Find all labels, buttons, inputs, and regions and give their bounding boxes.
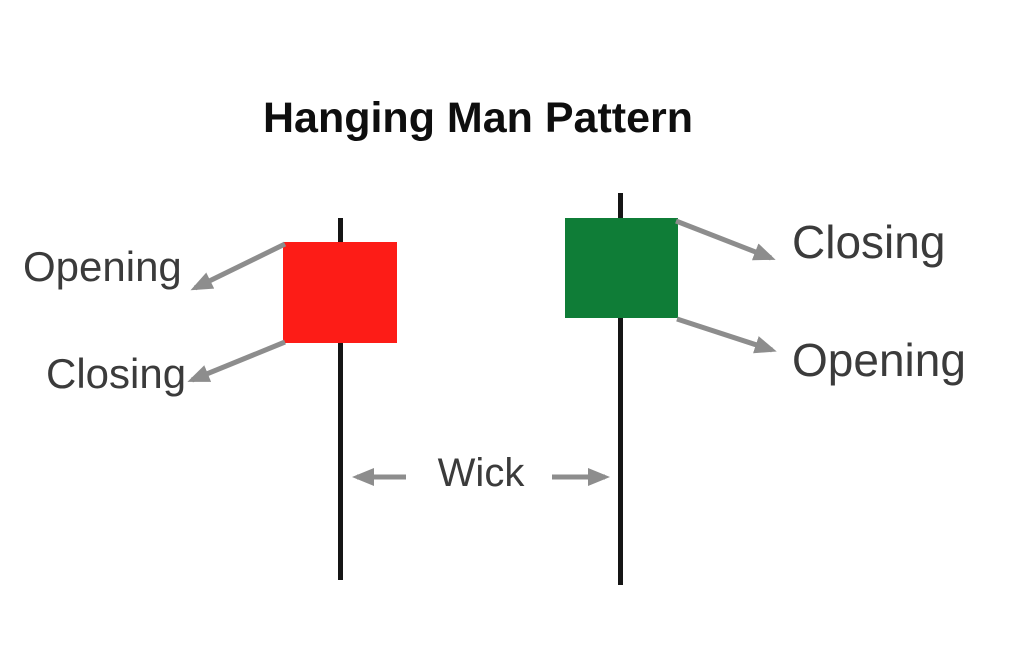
arrow-opening-left (190, 241, 287, 291)
green-candle-wick-line (618, 193, 623, 585)
arrow-closing-left (187, 339, 286, 383)
red-candle-body (283, 242, 397, 343)
arrow-opening-right (676, 316, 777, 354)
label-opening-right: Opening (792, 334, 966, 386)
green-candle-body (565, 218, 678, 318)
label-closing-right: Closing (792, 216, 946, 268)
diagram-title: Hanging Man Pattern (262, 94, 694, 142)
label-closing-left: Closing (46, 350, 187, 397)
red-candle-wick-line (338, 218, 343, 580)
label-opening-left: Opening (23, 243, 182, 290)
arrow-closing-right (675, 218, 776, 261)
label-wick: Wick (437, 451, 525, 495)
